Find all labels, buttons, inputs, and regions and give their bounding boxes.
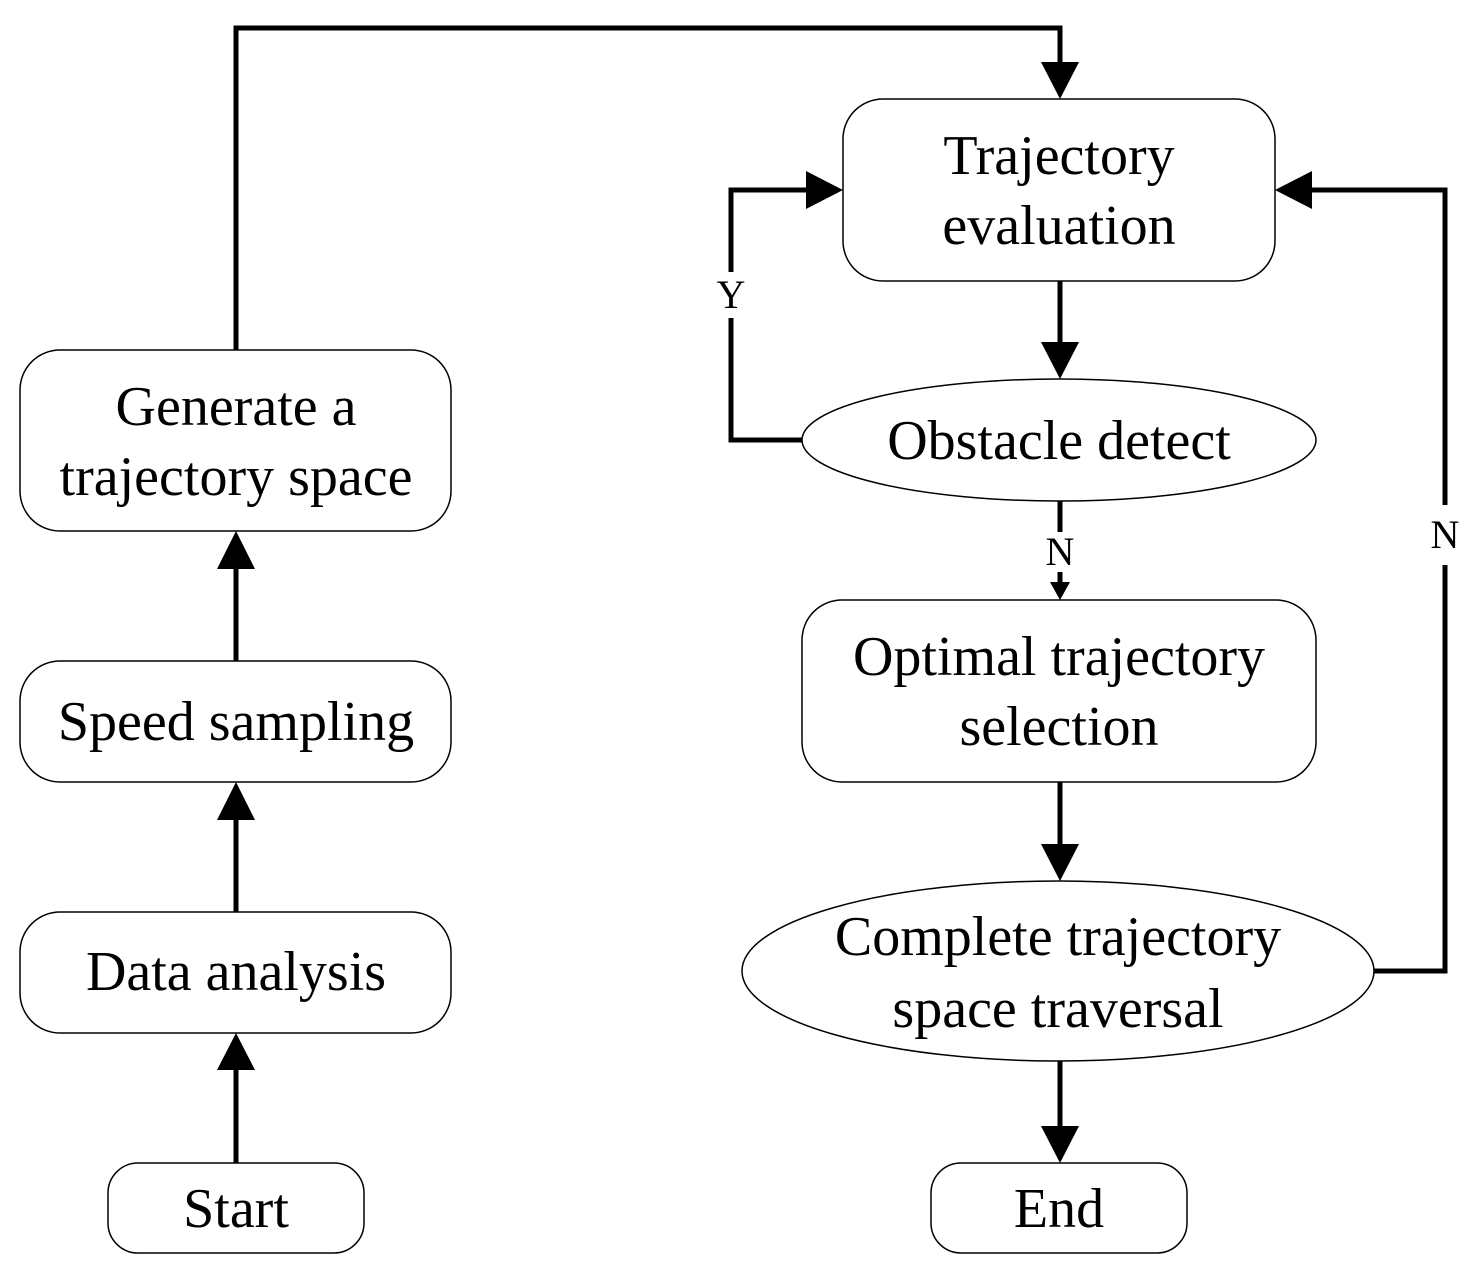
trajectory-evaluation-label-line1: Trajectory — [943, 125, 1174, 187]
arrow-head — [1041, 62, 1079, 99]
edge-generate-space-to-trajectory-evaluation — [233, 25, 1063, 350]
speed-sampling-label: Speed sampling — [58, 691, 414, 753]
complete-traversal-label-line1: Complete trajectory — [835, 906, 1281, 968]
edge-obstacle-yes-lower — [728, 318, 802, 443]
end-terminal — [930, 1162, 1188, 1254]
arrow-head — [217, 1033, 255, 1070]
node-start: Start — [107, 1162, 365, 1254]
complete-traversal-ellipse — [741, 880, 1375, 1062]
data-analysis-box — [19, 911, 452, 1034]
arrow-head — [1041, 844, 1079, 881]
generate-space-box — [19, 349, 452, 532]
arrow-head — [1041, 1126, 1079, 1163]
start-terminal — [107, 1162, 365, 1254]
node-optimal-selection: Optimal trajectory selection — [801, 599, 1317, 783]
label-obstacle-yes: Y — [717, 272, 746, 317]
edge-obstacle-yes-upper — [728, 187, 808, 272]
node-trajectory-evaluation: Trajectory evaluation — [842, 98, 1276, 282]
label-obstacle-no: N — [1046, 529, 1075, 574]
optimal-selection-box — [801, 599, 1317, 783]
arrow-head — [1050, 582, 1070, 600]
generate-space-label-line2: trajectory space — [60, 446, 413, 508]
data-analysis-label: Data analysis — [86, 941, 386, 1003]
edge-traversal-no-lower — [1374, 565, 1448, 974]
start-label: Start — [183, 1178, 289, 1240]
node-end: End — [930, 1162, 1188, 1254]
arrow-head — [1275, 171, 1312, 209]
trajectory-evaluation-label-line2: evaluation — [942, 195, 1175, 257]
arrow-head — [217, 782, 255, 820]
generate-space-label-line1: Generate a — [116, 376, 357, 438]
connectors — [217, 25, 1448, 1163]
node-data-analysis: Data analysis — [19, 911, 452, 1034]
optimal-selection-label-line2: selection — [959, 696, 1158, 758]
node-obstacle-detect: Obstacle detect — [801, 378, 1317, 502]
node-speed-sampling: Speed sampling — [19, 660, 452, 783]
obstacle-detect-ellipse — [801, 378, 1317, 502]
arrow-head — [806, 171, 843, 209]
edge-traversal-no-upper — [1310, 187, 1448, 505]
complete-traversal-label-line2: space traversal — [892, 978, 1223, 1040]
node-complete-traversal: Complete trajectory space traversal — [741, 880, 1375, 1062]
optimal-selection-label-line1: Optimal trajectory — [853, 626, 1265, 688]
arrow-head — [1041, 342, 1079, 379]
node-generate-space: Generate a trajectory space — [19, 349, 452, 532]
arrow-head — [217, 531, 255, 569]
label-traversal-no: N — [1431, 512, 1460, 557]
end-label: End — [1014, 1178, 1104, 1240]
obstacle-detect-label: Obstacle detect — [887, 410, 1231, 472]
trajectory-evaluation-box — [842, 98, 1276, 282]
speed-sampling-box — [19, 660, 452, 783]
